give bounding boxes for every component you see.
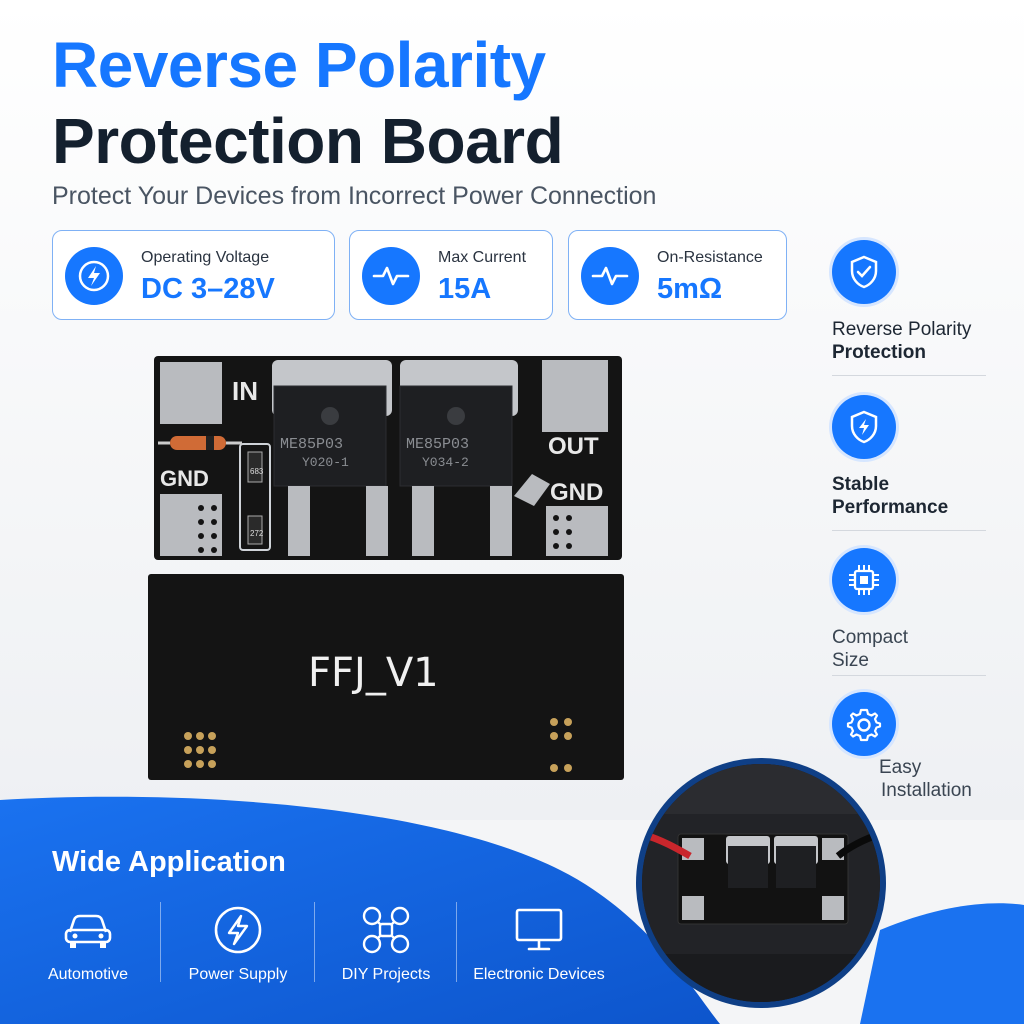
installation-photo-inset [636,758,886,1008]
board-label-out: OUT [548,433,599,460]
application-label: DIY Projects [341,966,431,983]
diode [170,436,226,450]
shield-check-icon [832,240,896,304]
pad-out [542,360,608,432]
feature-stable-performance: Stable Performance [832,395,988,519]
application-electronic-devices: Electronic Devices [466,902,612,984]
chip-icon [832,548,896,612]
divider [160,902,161,982]
mosfet2-code: Y034-2 [422,455,469,470]
spec-value: 15A [438,273,492,305]
pad-gnd-left [160,494,222,556]
application-label: Power Supply [188,966,288,983]
shield-lightning-icon [832,395,896,459]
resistor2-code: 272 [250,529,264,538]
divider [832,530,986,531]
application-label: Electronic Devices [473,966,605,983]
spec-label: Max Current [438,249,527,266]
spec-label: Operating Voltage [141,249,270,266]
page-subtitle: Protect Your Devices from Incorrect Powe… [52,182,657,210]
application-label: Automotive [47,966,129,983]
spec-label: On-Resistance [657,249,763,266]
monitor-icon [466,902,612,958]
applications-title: Wide Application [52,846,286,878]
divider [456,902,457,982]
application-automotive: Automotive [40,902,136,984]
feature-line1: Stable [832,474,890,495]
lightning-icon [180,902,296,958]
drone-icon [336,902,436,958]
feature-line2: Size [832,650,869,671]
spec-card-voltage: Operating Voltage DC 3–28V [52,230,335,320]
gear-icon [832,692,896,756]
board-label-in: IN [232,376,258,406]
feature-line1: Compact [832,627,909,648]
mosfet1-marking: ME85P03 [280,436,343,453]
pcb-bottom-view: FFJ_V1 [148,574,624,780]
pcb-top-view: IN GND OUT GND ME85P03 Y020-1 ME85P03 Y0… [154,356,622,560]
divider [832,675,986,676]
lightning-icon [65,247,123,305]
spec-value: DC 3–28V [141,273,275,305]
feature-compact-size: Compact Size [832,548,988,672]
car-icon [40,902,136,958]
divider [832,375,986,376]
feature-reverse-polarity: Reverse Polarity Protection [832,240,988,364]
resistor1-code: 683 [250,467,264,476]
feature-line1: Reverse Polarity [832,319,972,340]
board-back-label: FFJ_V1 [308,650,439,696]
page-title-line2: Protection Board [52,105,564,177]
page-title-line1: Reverse Polarity [52,29,546,101]
mosfet1-code: Y020-1 [302,455,349,470]
spec-value: 5mΩ [657,273,723,305]
feature-easy-installation: Easy Installation [832,692,988,802]
feature-line2: Installation [881,780,972,801]
installation-photo [642,764,880,1002]
mosfet2-marking: ME85P03 [406,436,469,453]
pulse-icon [581,247,639,305]
feature-line1: Easy [879,757,922,778]
board-label-gnd-left: GND [160,466,209,491]
pulse-icon [362,247,420,305]
application-power-supply: Power Supply [180,902,296,984]
feature-line2: Protection [832,342,926,363]
spec-card-resistance: On-Resistance 5mΩ [568,230,787,320]
feature-line2: Performance [832,497,949,518]
application-diy-projects: DIY Projects [336,902,436,984]
pad-in [160,362,222,424]
spec-card-current: Max Current 15A [349,230,553,320]
board-label-gnd-right: GND [550,479,603,506]
divider [314,902,315,982]
